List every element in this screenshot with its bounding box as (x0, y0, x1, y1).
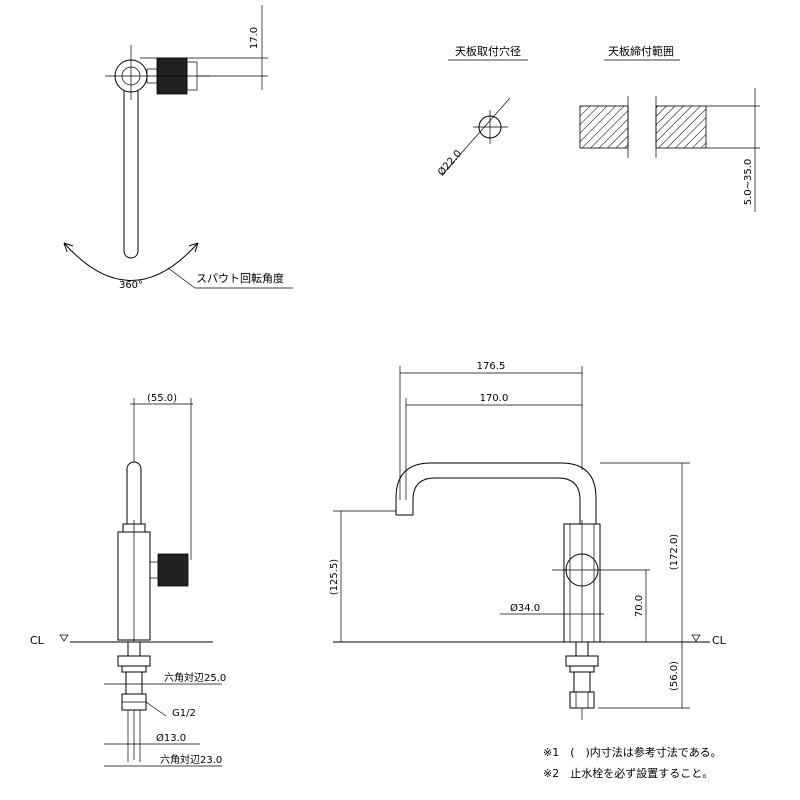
spout-outer-curve (395, 462, 597, 524)
side-threaded-shank (125, 671, 143, 695)
front-centerline-label: CL (712, 634, 727, 647)
rotation-angle: 360° (119, 280, 143, 291)
note-stop-valve: ※2 止水栓を必ず設置すること。 (543, 766, 713, 780)
spout-inner-curve (412, 477, 581, 524)
note-reference-dims: ※1 ( )内寸法は参考寸法である。 (543, 745, 722, 759)
dim-spout-height: (125.5) (329, 559, 340, 596)
front-washer (569, 665, 595, 673)
leader-line (145, 701, 167, 717)
hex-across-flats-upper: 六角対辺25.0 (164, 671, 226, 684)
pipe-diameter: Ø13.0 (156, 732, 186, 744)
front-shank (575, 641, 589, 657)
side-handle-stem (149, 561, 159, 579)
dim-handle-projection: (55.0) (147, 393, 177, 404)
cl-marker-triangle (59, 634, 69, 642)
hole-diameter: Ø22.0 (435, 148, 464, 179)
counter-slab-left (579, 105, 629, 149)
rotation-arc (63, 242, 199, 281)
counter-detail: 天板締付範囲 5.0~35.0 (579, 44, 760, 212)
side-spout (126, 461, 142, 531)
dim-handle-offset: 17.0 (249, 27, 260, 49)
side-centerline-label: CL (30, 634, 45, 647)
leader-line (167, 267, 196, 289)
dim-total-height: (172.0) (669, 534, 680, 571)
front-hex-nut-lower (569, 691, 595, 709)
rotation-caption: スパウト回転角度 (196, 271, 284, 285)
top-view: 17.0 360° スパウト回転角度 (63, 5, 293, 291)
counter-slab-right (655, 105, 707, 149)
dim-spout-reach-outer: 176.5 (477, 361, 506, 372)
dim-handle-diameter: Ø34.0 (510, 602, 540, 614)
hole-dim-leader (441, 97, 511, 176)
thread-spec: G1/2 (172, 708, 196, 719)
front-hex-nut-upper (565, 655, 599, 667)
counter-detail-title: 天板締付範囲 (608, 44, 674, 58)
rotation-arrow-right (188, 242, 199, 253)
side-washer (121, 665, 147, 673)
dim-below-counter: (56.0) (669, 661, 680, 691)
side-hex-nut-upper (117, 655, 151, 667)
counter-thickness-range: 5.0~35.0 (743, 159, 754, 206)
side-shank (127, 641, 141, 657)
notes: ※1 ( )内寸法は参考寸法である。 ※2 止水栓を必ず設置すること。 (543, 745, 722, 780)
hole-detail: 天板取付穴径 Ø22.0 (435, 44, 528, 178)
dim-spout-reach-inner: 170.0 (480, 393, 509, 404)
front-threaded-shank (573, 671, 591, 693)
cl-marker-triangle (691, 634, 701, 642)
rotation-arrow-left (63, 242, 74, 253)
hole-detail-title: 天板取付穴径 (455, 44, 521, 58)
hex-across-flats-lower: 六角対辺23.0 (160, 753, 222, 766)
top-spout-arm (123, 74, 139, 259)
dim-handle-height: 70.0 (634, 595, 645, 617)
front-view: 176.5 170.0 Ø34.0 70.0 (172.0) (125.5) (329, 361, 727, 720)
side-handle-knurl (157, 553, 189, 587)
side-view: (55.0) CL 六角対辺25.0 G1/2 Ø13.0 六角対辺23.0 (30, 393, 226, 767)
